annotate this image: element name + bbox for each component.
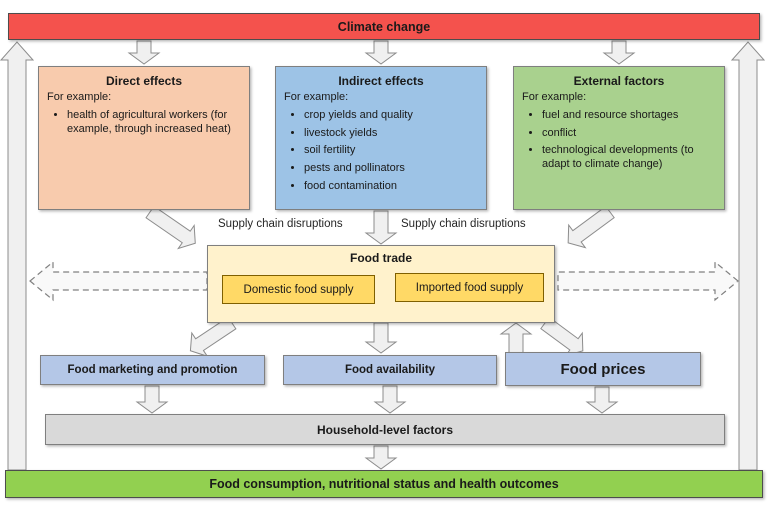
feedback-up-arrow-left bbox=[0, 41, 35, 471]
food-availability-box: Food availability bbox=[283, 355, 497, 385]
arrow-prices-to-household bbox=[585, 386, 619, 414]
dashed-trade-arrow-left bbox=[29, 260, 208, 302]
arrow-climate-to-external bbox=[602, 40, 636, 65]
arrow-direct-to-trade bbox=[145, 205, 196, 250]
outcomes-label: Food consumption, nutritional status and… bbox=[209, 477, 559, 491]
bullet-item: crop yields and quality bbox=[304, 109, 478, 123]
dashed-trade-arrow-right bbox=[557, 260, 739, 302]
household-level-factors-box: Household-level factors bbox=[45, 414, 725, 445]
bullet-item: health of agricultural workers (for exam… bbox=[67, 109, 241, 137]
indirect-effects-bullet-list: crop yields and quality livestock yields… bbox=[284, 109, 478, 194]
food-prices-box: Food prices bbox=[505, 352, 701, 386]
direct-effects-box: Direct effects For example: health of ag… bbox=[38, 66, 250, 210]
external-factors-title: External factors bbox=[573, 74, 665, 88]
imported-food-supply-box: Imported food supply bbox=[395, 273, 544, 302]
domestic-food-supply-label: Domestic food supply bbox=[243, 283, 354, 296]
arrow-trade-to-availability bbox=[364, 322, 398, 354]
climate-change-banner: Climate change bbox=[8, 13, 760, 40]
arrow-availability-to-household bbox=[373, 385, 407, 414]
arrow-prices-to-trade bbox=[499, 322, 533, 354]
outcomes-banner: Food consumption, nutritional status and… bbox=[5, 470, 763, 498]
arrow-external-to-trade bbox=[567, 205, 615, 249]
food-marketing-label: Food marketing and promotion bbox=[67, 364, 238, 376]
supply-chain-disruptions-label-right: Supply chain disruptions bbox=[401, 218, 526, 230]
indirect-effects-box: Indirect effects For example: crop yield… bbox=[275, 66, 487, 210]
external-factors-box: External factors For example: fuel and r… bbox=[513, 66, 725, 210]
bullet-item: conflict bbox=[542, 127, 716, 141]
imported-food-supply-label: Imported food supply bbox=[415, 281, 524, 294]
household-level-factors-label: Household-level factors bbox=[316, 422, 454, 437]
bullet-item: technological developments (to adapt to … bbox=[542, 144, 716, 172]
bullet-item: food contamination bbox=[304, 180, 478, 194]
direct-effects-intro: For example: bbox=[47, 91, 112, 103]
arrow-household-to-outcomes bbox=[364, 445, 398, 470]
food-prices-label: Food prices bbox=[560, 360, 646, 378]
indirect-effects-title: Indirect effects bbox=[338, 74, 424, 88]
food-trade-title: Food trade bbox=[350, 251, 412, 265]
food-availability-label: Food availability bbox=[344, 364, 436, 376]
food-marketing-box: Food marketing and promotion bbox=[40, 355, 265, 385]
external-factors-intro: For example: bbox=[522, 91, 587, 103]
arrow-climate-to-direct bbox=[127, 40, 161, 65]
domestic-food-supply-box: Domestic food supply bbox=[222, 275, 375, 304]
arrow-marketing-to-household bbox=[135, 385, 169, 414]
direct-effects-title: Direct effects bbox=[105, 74, 183, 88]
arrow-trade-to-marketing bbox=[189, 316, 237, 358]
food-trade-box: Food trade Domestic food supply Imported… bbox=[207, 245, 555, 323]
direct-effects-bullet-list: health of agricultural workers (for exam… bbox=[47, 109, 241, 137]
feedback-up-arrow-right bbox=[730, 41, 766, 471]
bullet-item: pests and pollinators bbox=[304, 162, 478, 176]
arrow-indirect-to-trade bbox=[364, 210, 398, 245]
climate-change-label: Climate change bbox=[337, 19, 431, 34]
supply-chain-disruptions-label-left: Supply chain disruptions bbox=[218, 218, 343, 230]
external-factors-bullet-list: fuel and resource shortages conflict tec… bbox=[522, 109, 716, 172]
bullet-item: fuel and resource shortages bbox=[542, 109, 716, 123]
bullet-item: soil fertility bbox=[304, 144, 478, 158]
indirect-effects-intro: For example: bbox=[284, 91, 349, 103]
bullet-item: livestock yields bbox=[304, 127, 478, 141]
arrow-climate-to-indirect bbox=[364, 40, 398, 65]
